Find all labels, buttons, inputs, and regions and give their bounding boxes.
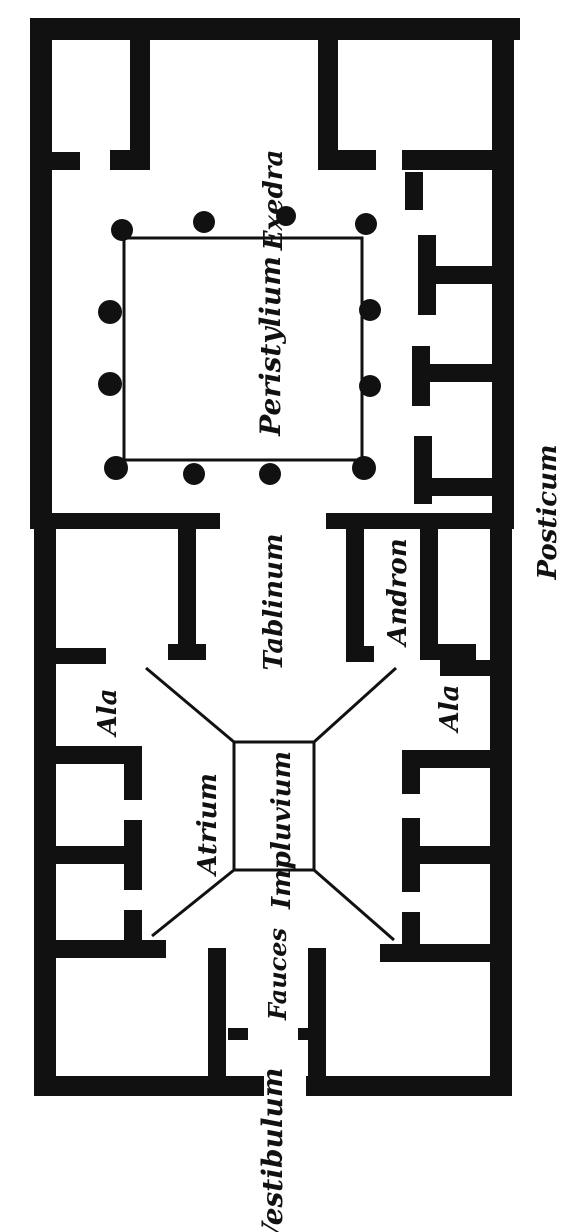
fauces-wall-left bbox=[208, 948, 226, 1096]
tablinum-wall-left-foot bbox=[168, 644, 206, 660]
column bbox=[98, 300, 122, 324]
column bbox=[111, 219, 133, 241]
atrium-line bbox=[312, 666, 398, 744]
label-ala-right: Ala bbox=[435, 685, 465, 735]
wall-left-upper bbox=[30, 18, 52, 513]
posticum-wall-6 bbox=[412, 364, 492, 382]
left-room-wall-1 bbox=[56, 746, 136, 764]
vestibulum-stub-left bbox=[228, 1028, 248, 1040]
atrium-line bbox=[313, 868, 395, 942]
label-ala-left: Ala bbox=[93, 689, 123, 739]
tablinum-walls bbox=[56, 520, 492, 676]
left-room-wall-5 bbox=[124, 910, 142, 944]
label-peristylium: Peristylium bbox=[254, 256, 287, 437]
label-andron: Andron bbox=[383, 538, 413, 648]
tablinum-wall-right-foot bbox=[346, 646, 374, 662]
wall-right-upper bbox=[492, 18, 514, 513]
column bbox=[104, 456, 128, 480]
column bbox=[359, 299, 381, 321]
vestibulum-stub-right bbox=[298, 1028, 310, 1040]
atrium-line bbox=[145, 666, 235, 744]
ala-right-wall bbox=[440, 660, 492, 676]
rear-wall-d bbox=[318, 40, 338, 168]
wall-bottom-left bbox=[34, 1076, 264, 1096]
atrium-rooms bbox=[56, 746, 490, 962]
wall-top bbox=[32, 18, 520, 40]
ala-left-wall bbox=[56, 648, 106, 664]
right-room-wall-1 bbox=[402, 750, 490, 768]
posticum-wall-2 bbox=[405, 172, 423, 210]
posticum-wall-4 bbox=[418, 266, 492, 284]
column bbox=[352, 456, 376, 480]
column bbox=[276, 206, 296, 226]
column bbox=[259, 463, 281, 485]
rear-wall-e bbox=[318, 150, 376, 170]
impluvium-basin bbox=[232, 740, 316, 872]
right-room-wall-2 bbox=[402, 750, 420, 794]
column bbox=[183, 463, 205, 485]
label-tablinum: Tablinum bbox=[259, 534, 289, 671]
label-vestibulum: Vestibulum bbox=[256, 1068, 289, 1232]
fauces-wall-right bbox=[308, 948, 326, 1096]
atrium-lines bbox=[145, 666, 398, 942]
rear-wall-a bbox=[130, 40, 150, 168]
andron-wall bbox=[420, 520, 438, 660]
right-room-wall-5 bbox=[402, 912, 420, 948]
andron-wall-foot bbox=[420, 644, 476, 660]
left-room-wall-6 bbox=[56, 940, 166, 958]
left-room-wall-2 bbox=[124, 746, 142, 800]
posticum-wall-8 bbox=[414, 478, 492, 496]
column bbox=[355, 213, 377, 235]
rear-wall-c bbox=[52, 152, 80, 170]
column bbox=[98, 372, 122, 396]
column bbox=[193, 211, 215, 233]
column bbox=[359, 375, 381, 397]
entrance-walls bbox=[208, 948, 326, 1096]
cross-wall-left bbox=[30, 513, 220, 529]
wall-right-lower bbox=[490, 520, 512, 1095]
tablinum-wall-right bbox=[346, 520, 364, 662]
label-impluvium: Impluvium bbox=[267, 751, 297, 910]
label-posticum: Posticum bbox=[533, 445, 563, 581]
labels: Exedra Peristylium Posticum Tablinum And… bbox=[93, 150, 563, 1232]
rear-rooms bbox=[52, 40, 492, 504]
tablinum-wall-left bbox=[178, 520, 196, 660]
posticum-wall-1 bbox=[402, 150, 492, 170]
peristyle bbox=[98, 206, 381, 485]
right-room-wall-4 bbox=[402, 846, 490, 864]
rear-wall-b bbox=[110, 150, 150, 170]
label-fauces: Fauces bbox=[263, 927, 292, 1021]
left-room-wall-4 bbox=[56, 846, 142, 864]
atrium-line bbox=[151, 868, 235, 938]
label-atrium: Atrium bbox=[193, 773, 223, 878]
label-exedra: Exedra bbox=[259, 150, 289, 252]
wall-left-lower bbox=[34, 520, 56, 1095]
right-room-wall-6 bbox=[380, 944, 490, 962]
peristyle-court bbox=[122, 236, 364, 462]
wall-bottom-right bbox=[306, 1076, 512, 1096]
